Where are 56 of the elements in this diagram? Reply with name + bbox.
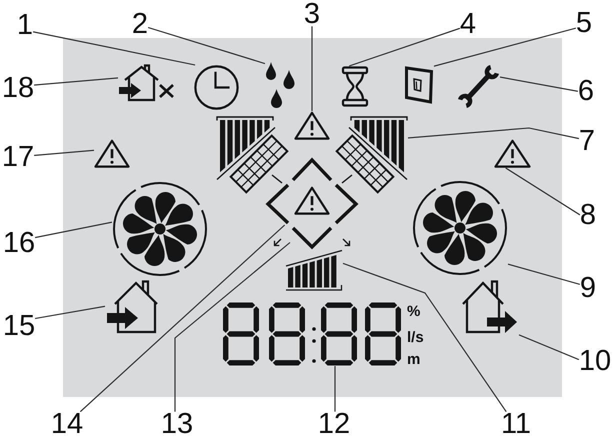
callout-number: 18 bbox=[2, 76, 34, 100]
leader-line bbox=[148, 26, 266, 64]
callout-number: 11 bbox=[500, 412, 532, 436]
unit-label: l/s bbox=[407, 330, 424, 344]
leader-line bbox=[311, 26, 313, 111]
callout-number: 15 bbox=[2, 314, 36, 338]
callout-number: 17 bbox=[2, 144, 34, 170]
seven-segment-display bbox=[223, 302, 403, 366]
fan-icon bbox=[412, 180, 508, 276]
unit-label: % bbox=[407, 304, 420, 318]
switch-icon bbox=[404, 65, 434, 105]
callout-number: 6 bbox=[578, 78, 594, 104]
leader-line bbox=[35, 306, 106, 320]
leader-line bbox=[505, 168, 580, 216]
callout-number: 1 bbox=[16, 12, 34, 38]
clock-icon bbox=[194, 65, 239, 110]
house-arrow-out-icon bbox=[461, 280, 519, 336]
unit-label: m bbox=[407, 352, 420, 366]
wrench-icon bbox=[457, 64, 500, 109]
callout-number: 5 bbox=[576, 10, 592, 36]
leader-line bbox=[80, 224, 286, 412]
heat-exchanger-icon bbox=[335, 114, 408, 194]
warning-icon bbox=[494, 139, 531, 168]
leader-line bbox=[434, 28, 576, 67]
callout-number: 12 bbox=[318, 412, 350, 436]
callout-number: 9 bbox=[580, 276, 596, 300]
callout-number: 13 bbox=[160, 412, 194, 436]
leader-line bbox=[34, 150, 94, 156]
leader-line bbox=[32, 31, 196, 66]
callout-number: 2 bbox=[132, 12, 148, 36]
chevron-icon bbox=[290, 226, 334, 250]
house-arrow-in-icon bbox=[105, 280, 159, 336]
warning-icon bbox=[294, 111, 330, 140]
callout-number: 3 bbox=[304, 2, 320, 26]
chevron-icon bbox=[265, 183, 290, 225]
leader-line bbox=[35, 222, 112, 238]
leader-line bbox=[408, 127, 580, 140]
leader-line bbox=[342, 262, 507, 412]
callout-number: 16 bbox=[2, 230, 36, 256]
callout-number: 4 bbox=[460, 12, 476, 36]
callout-number: 14 bbox=[50, 412, 84, 436]
warning-icon bbox=[94, 139, 130, 168]
callout-number: 8 bbox=[580, 202, 596, 228]
leader-line bbox=[500, 76, 578, 92]
leader-line bbox=[334, 366, 336, 412]
leader-line bbox=[34, 77, 118, 86]
level-bars-icon bbox=[285, 249, 343, 292]
hourglass-icon bbox=[341, 66, 369, 107]
fan-icon bbox=[112, 181, 208, 277]
leader-line bbox=[349, 28, 460, 67]
callout-number: 10 bbox=[578, 348, 612, 374]
leader-line bbox=[518, 334, 580, 360]
callout-number: 7 bbox=[578, 128, 596, 154]
leader-line bbox=[174, 242, 290, 412]
leader-line bbox=[508, 264, 580, 285]
water-drops-icon bbox=[265, 60, 296, 109]
